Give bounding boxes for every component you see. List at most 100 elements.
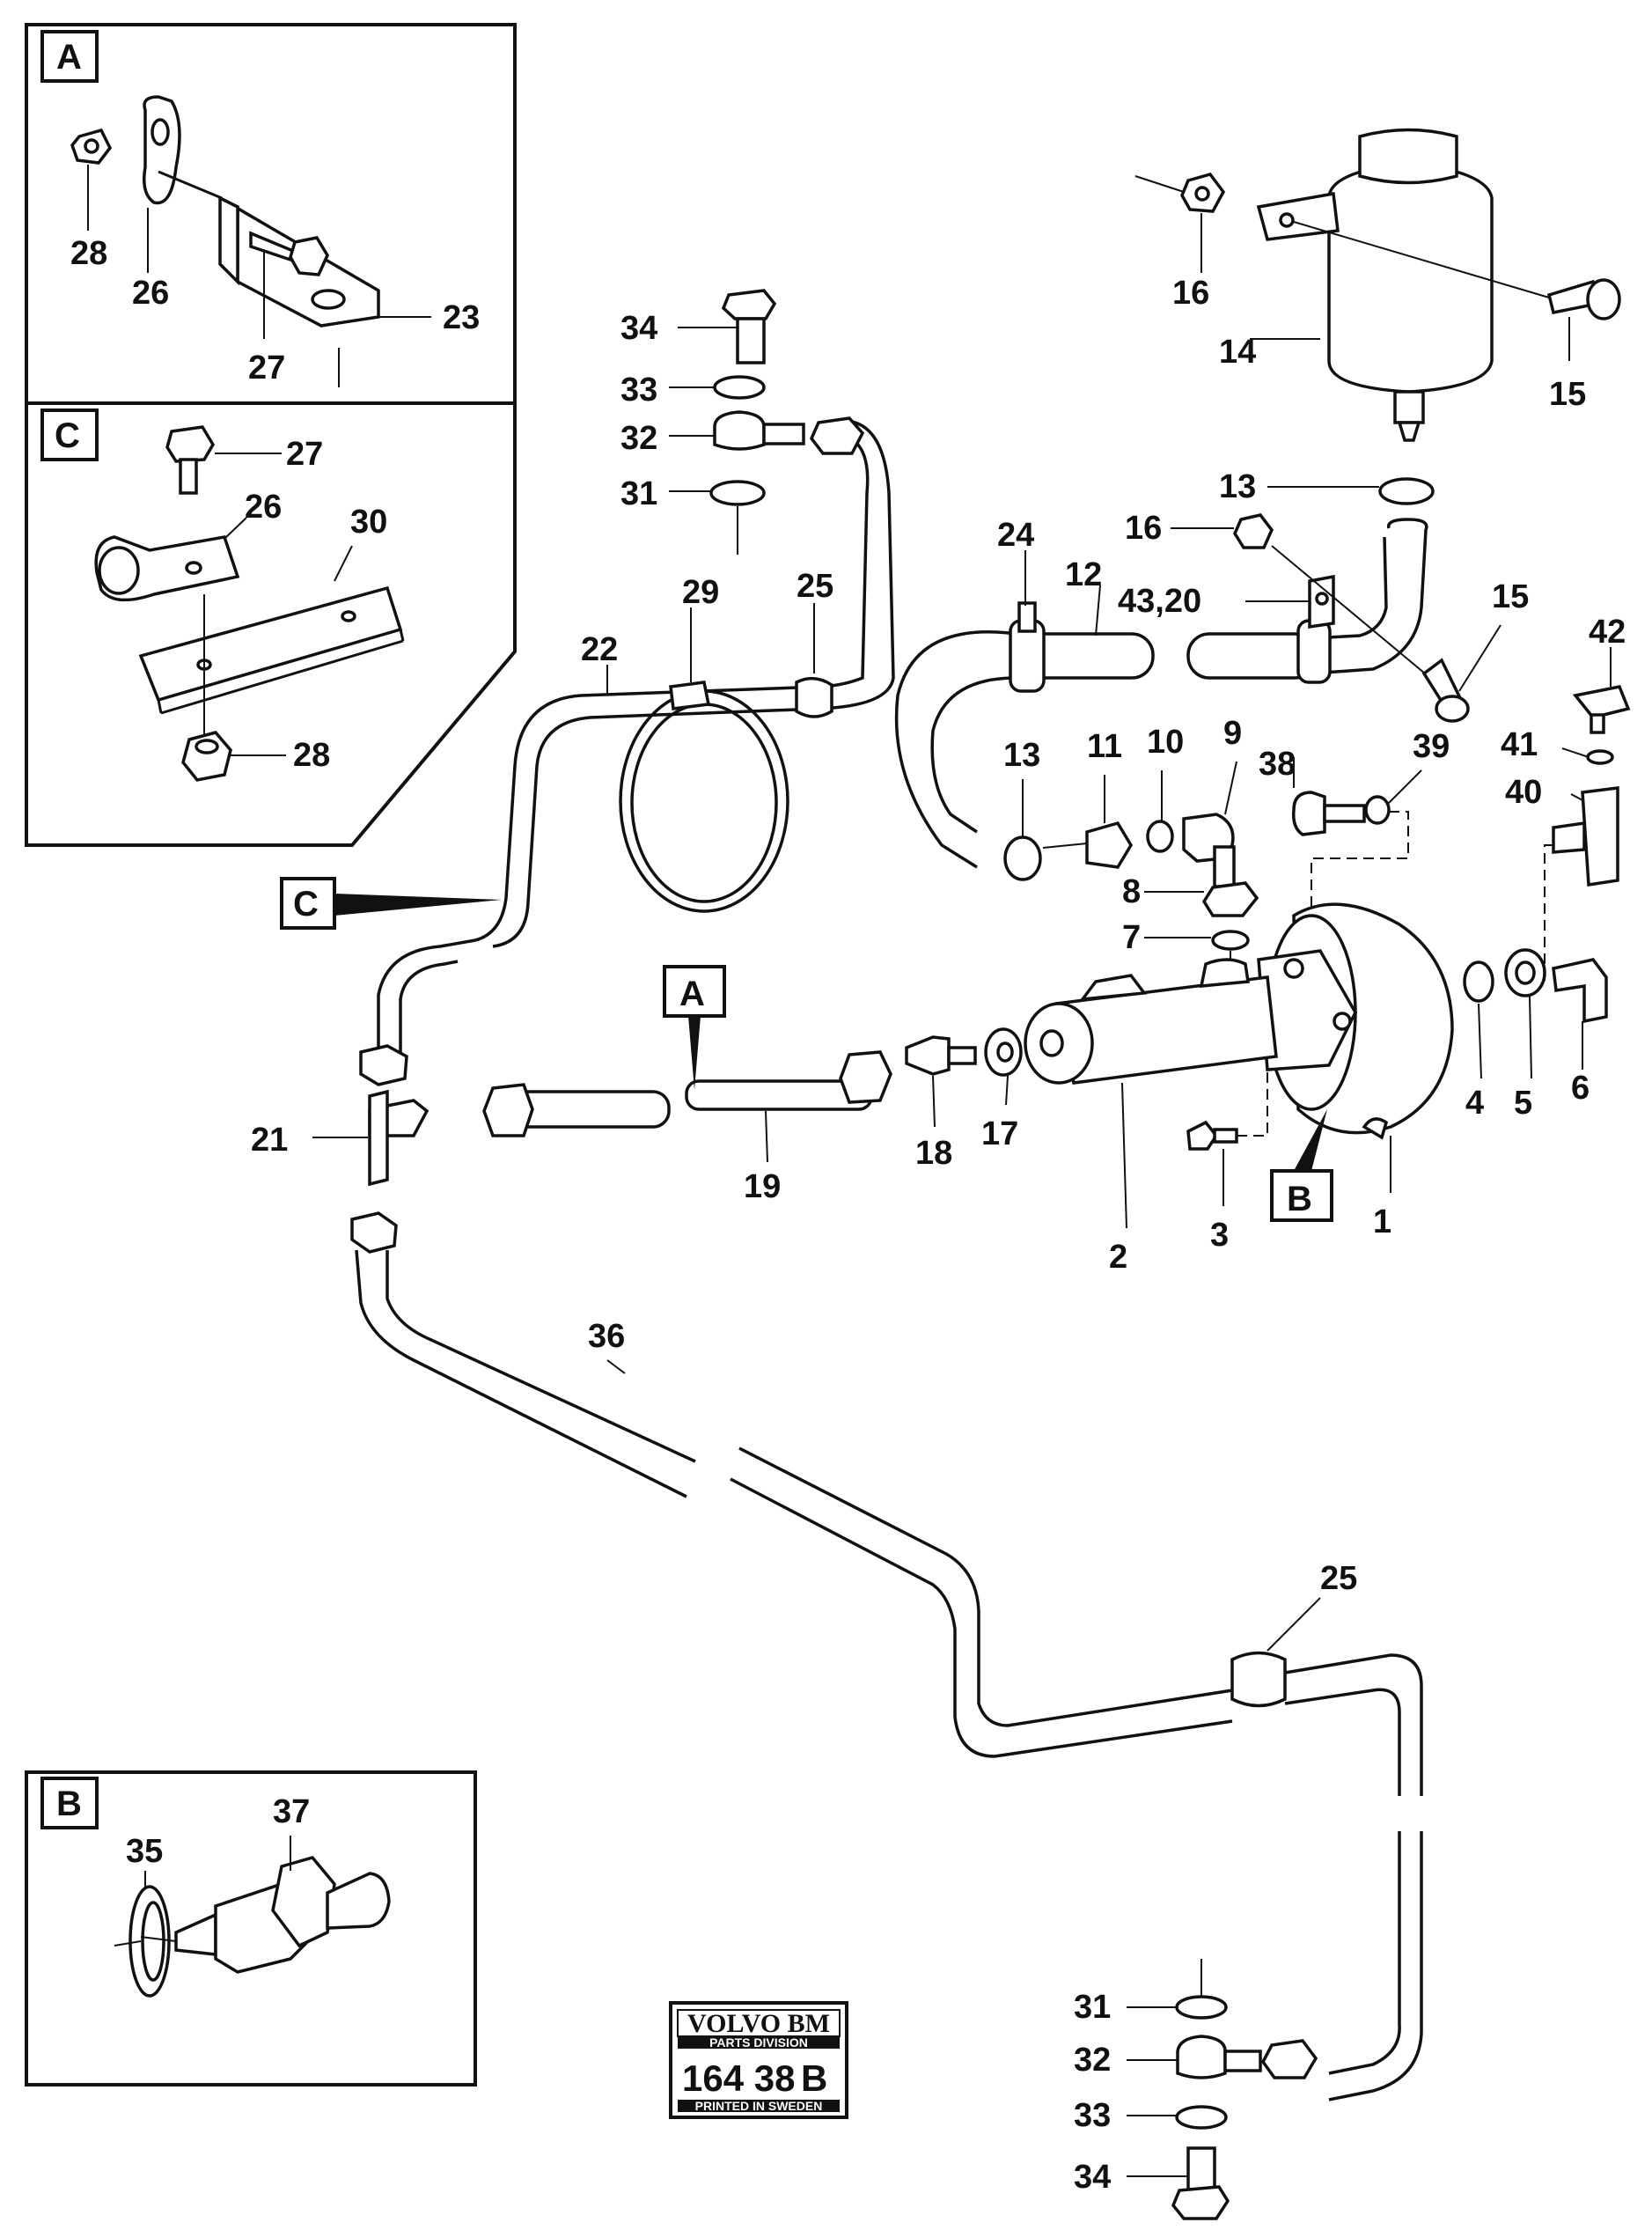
washer-4 bbox=[1463, 960, 1494, 1003]
pipe-22 bbox=[359, 419, 895, 1086]
label-13-upper: 13 bbox=[1219, 468, 1256, 505]
label-14: 14 bbox=[1219, 334, 1256, 371]
inset-b-label: B bbox=[56, 1785, 82, 1823]
stamp-footer: PRINTED IN SWEDEN bbox=[695, 2099, 823, 2113]
label-10: 10 bbox=[1147, 724, 1184, 761]
elbow-6 bbox=[1552, 958, 1608, 1024]
label-8: 8 bbox=[1122, 873, 1141, 910]
clamp-13-upper bbox=[1378, 477, 1435, 505]
washer-7 bbox=[1211, 930, 1250, 951]
label-2: 2 bbox=[1109, 1239, 1127, 1276]
label-a28: 28 bbox=[70, 235, 107, 272]
label-38: 38 bbox=[1259, 746, 1296, 783]
master-cylinder-2 bbox=[1024, 958, 1278, 1085]
label-22: 22 bbox=[581, 631, 618, 668]
washer-39 bbox=[1364, 795, 1391, 825]
label-15-mid: 15 bbox=[1492, 578, 1529, 615]
washer-33-bottom bbox=[1175, 2105, 1228, 2130]
stamp-brand: VOLVO BM bbox=[687, 2009, 830, 2038]
hose-12 bbox=[894, 574, 1335, 869]
label-7: 7 bbox=[1122, 919, 1141, 956]
label-25-top: 25 bbox=[797, 568, 833, 605]
nut-16-mid bbox=[1233, 513, 1274, 549]
bolt-3 bbox=[1186, 1120, 1219, 1151]
callout-a-box bbox=[663, 965, 726, 1018]
inset-c-label: C bbox=[55, 416, 80, 455]
label-32-bottom: 32 bbox=[1074, 2042, 1111, 2079]
grommet-25-top bbox=[795, 676, 833, 718]
inset-a-label: A bbox=[56, 38, 82, 77]
label-b37: 37 bbox=[273, 1793, 310, 1830]
label-9: 9 bbox=[1223, 715, 1242, 752]
bolt-c27 bbox=[165, 425, 216, 463]
label-31-bottom: 31 bbox=[1074, 1989, 1111, 2026]
plate-30 bbox=[138, 585, 403, 703]
label-c28: 28 bbox=[293, 737, 330, 774]
label-33-top: 33 bbox=[620, 372, 657, 408]
washer-41 bbox=[1586, 749, 1614, 765]
loop-29 bbox=[619, 681, 789, 913]
label-3: 3 bbox=[1210, 1217, 1229, 1254]
label-34-bottom: 34 bbox=[1074, 2159, 1111, 2196]
banjo-32-top bbox=[713, 410, 766, 451]
label-17: 17 bbox=[981, 1115, 1018, 1152]
stamp-number: 164 38 bbox=[682, 2057, 795, 2099]
booster-1 bbox=[1257, 902, 1454, 1140]
label-c30: 30 bbox=[350, 504, 387, 541]
label-34-top: 34 bbox=[620, 310, 657, 347]
label-39: 39 bbox=[1413, 728, 1450, 765]
label-32-top: 32 bbox=[620, 420, 657, 457]
label-a27: 27 bbox=[248, 350, 285, 386]
clip-26 bbox=[143, 95, 181, 205]
label-c27: 27 bbox=[286, 436, 323, 473]
label-5: 5 bbox=[1514, 1085, 1532, 1122]
label-29: 29 bbox=[682, 574, 719, 611]
nut-c28 bbox=[181, 731, 232, 782]
label-1: 1 bbox=[1373, 1203, 1391, 1240]
label-40: 40 bbox=[1505, 774, 1542, 811]
label-12: 12 bbox=[1065, 556, 1102, 593]
bolt-38 bbox=[1291, 791, 1326, 836]
callout-a-label: A bbox=[679, 975, 705, 1013]
label-6: 6 bbox=[1571, 1070, 1590, 1107]
nipple-11 bbox=[1085, 821, 1134, 869]
pipe-36 bbox=[350, 1211, 1423, 2101]
cap-42 bbox=[1572, 684, 1631, 719]
label-13-lower: 13 bbox=[1003, 737, 1040, 774]
label-4: 4 bbox=[1465, 1085, 1484, 1122]
washer-31-top bbox=[709, 480, 766, 506]
sensor-37 bbox=[174, 1912, 217, 1956]
label-a23: 23 bbox=[443, 299, 480, 336]
stamp-suffix: B bbox=[801, 2057, 827, 2099]
label-16-top: 16 bbox=[1172, 275, 1209, 312]
label-b35: 35 bbox=[126, 1833, 163, 1870]
fitting-40 bbox=[1581, 786, 1619, 887]
label-c26: 26 bbox=[245, 489, 282, 526]
label-a26: 26 bbox=[132, 275, 169, 312]
label-21: 21 bbox=[251, 1122, 288, 1159]
inset-b: B 35 37 bbox=[25, 1770, 477, 2086]
washer-31-bottom bbox=[1175, 1995, 1228, 2020]
label-19: 19 bbox=[744, 1168, 781, 1205]
clamp-13-lower bbox=[1003, 835, 1042, 881]
label-31-top: 31 bbox=[620, 475, 657, 512]
label-18: 18 bbox=[915, 1135, 952, 1172]
stamp-division: PARTS DIVISION bbox=[709, 2035, 808, 2050]
label-43-20: 43,20 bbox=[1118, 583, 1201, 620]
volvo-stamp: VOLVO BM PARTS DIVISION 164 38 B PRINTED… bbox=[669, 2001, 848, 2119]
label-15-top: 15 bbox=[1549, 376, 1586, 413]
callout-c-box bbox=[280, 877, 336, 930]
label-16-mid: 16 bbox=[1125, 510, 1162, 547]
callout-b-label: B bbox=[1287, 1180, 1312, 1218]
inset-a: A 28 26 27 23 bbox=[25, 23, 517, 405]
bolt-34-top bbox=[721, 289, 777, 320]
label-41: 41 bbox=[1501, 726, 1538, 763]
fitting-18 bbox=[905, 1035, 951, 1076]
grommet-25-bottom bbox=[1230, 1651, 1287, 1708]
banjo-32-bottom bbox=[1176, 2035, 1227, 2079]
callout-c-label: C bbox=[293, 885, 319, 924]
washer-10 bbox=[1146, 820, 1174, 853]
inset-c: C 27 26 30 28 bbox=[25, 401, 517, 847]
reservoir-14 bbox=[1256, 128, 1494, 442]
